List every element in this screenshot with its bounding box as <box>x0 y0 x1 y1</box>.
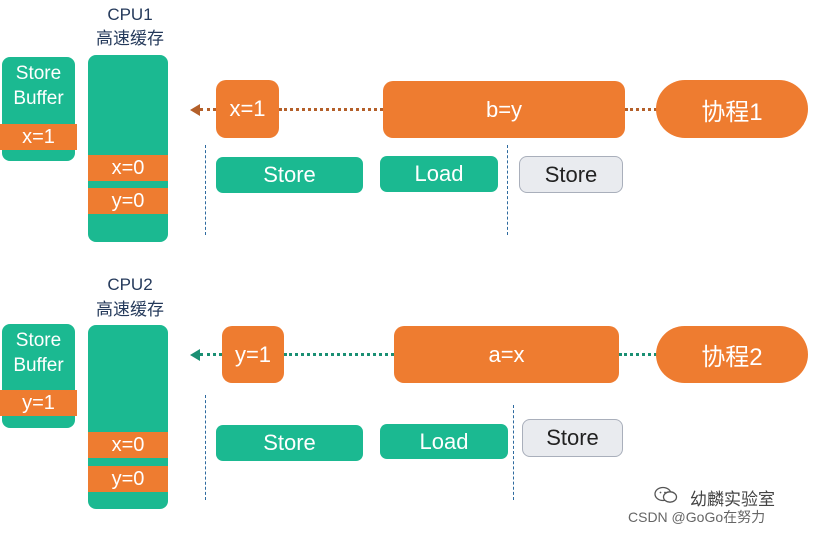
load-2-box: a=x <box>394 326 619 383</box>
op-1-store-pending: Store <box>519 156 623 193</box>
wechat-icon <box>654 486 678 504</box>
cpu2-label: CPU2 <box>107 275 153 294</box>
coroutine-1: 协程1 <box>656 80 808 138</box>
arrow-1-line-b <box>279 108 383 111</box>
divider-1a <box>205 145 206 235</box>
arrow-2-line-a <box>200 353 222 356</box>
op-2-store-pending: Store <box>522 419 623 457</box>
op-2-load: Load <box>380 424 508 459</box>
load-1-box: b=y <box>383 81 625 138</box>
write-2-box: y=1 <box>222 326 284 383</box>
store-buffer-2-entry: y=1 <box>0 390 77 416</box>
divider-2b <box>513 405 514 500</box>
arrow-1-line-c <box>625 108 657 111</box>
op-1-store: Store <box>216 157 363 193</box>
cache-1-x-entry: x=0 <box>88 155 168 181</box>
arrow-2-line-b <box>284 353 394 356</box>
watermark-channel: 幼麟实验室 <box>690 490 775 509</box>
cache-2-x-entry: x=0 <box>88 432 168 458</box>
watermark-credit: CSDN @GoGo在努力 <box>628 509 766 525</box>
cpu1-cache-label: 高速缓存 <box>96 29 164 48</box>
store-buffer-1-label: Store Buffer <box>13 63 64 109</box>
cpu1-label: CPU1 <box>107 5 153 24</box>
divider-2a <box>205 395 206 500</box>
arrow-1-line-a <box>200 108 216 111</box>
divider-1b <box>507 145 508 235</box>
arrow-1-head <box>190 104 200 116</box>
cache-1-y-entry: y=0 <box>88 188 168 214</box>
op-1-load: Load <box>380 156 498 192</box>
op-2-store: Store <box>216 425 363 461</box>
store-buffer-1-entry: x=1 <box>0 124 77 150</box>
cpu2-cache-label: 高速缓存 <box>96 300 164 319</box>
store-buffer-2-label: Store Buffer <box>13 330 64 376</box>
arrow-2-line-c <box>619 353 657 356</box>
coroutine-2: 协程2 <box>656 326 808 383</box>
write-1-box: x=1 <box>216 80 279 138</box>
arrow-2-head <box>190 349 200 361</box>
cache-2-y-entry: y=0 <box>88 466 168 492</box>
